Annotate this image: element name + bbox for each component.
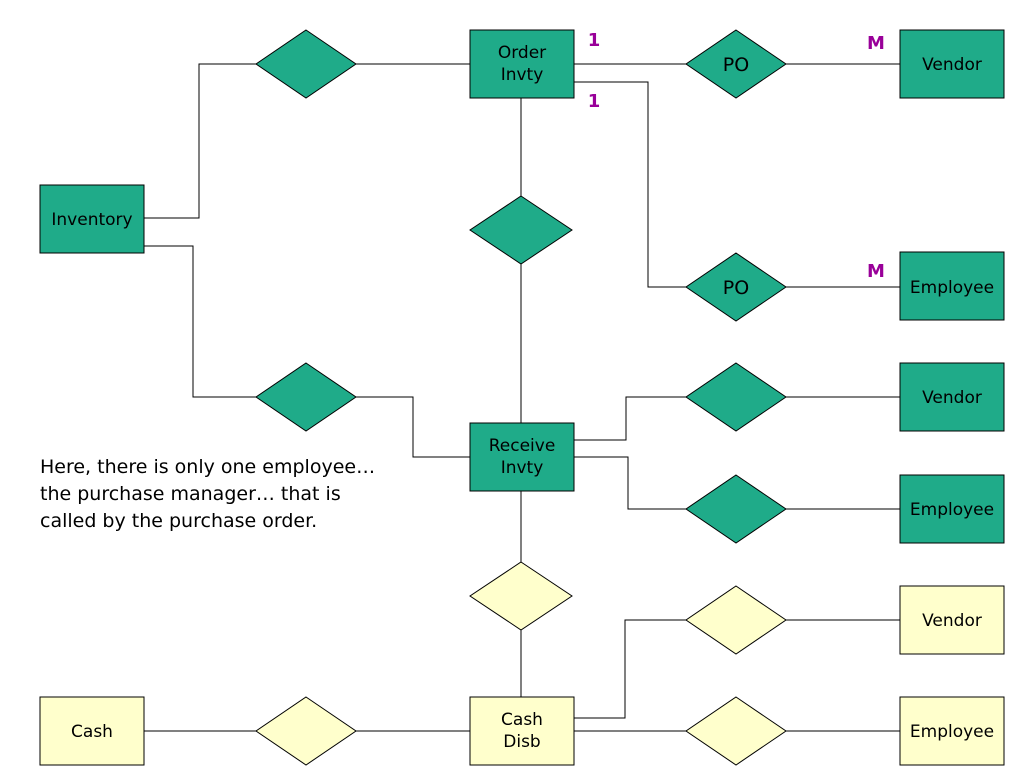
relationship-diamond-po-employee — [685, 252, 787, 322]
connector-inventory-rel1 — [144, 63, 256, 219]
entity-employee-1-label: Employee — [910, 278, 994, 298]
connector-rel3-receive — [356, 396, 470, 458]
relationship-diamond-inventory-order — [255, 29, 357, 99]
relationship-diamond-receive-vendor — [685, 362, 787, 432]
entity-employee-1 — [899, 251, 1005, 321]
entity-receive-invty-label-1: Receive — [489, 436, 556, 456]
connector-inventory-rel3 — [144, 245, 256, 398]
entity-vendor-3-label: Vendor — [922, 611, 982, 631]
entity-employee-2-label: Employee — [910, 500, 994, 520]
relationship-po-vendor-label: PO — [723, 54, 749, 76]
entity-employee-2 — [899, 474, 1005, 544]
entity-cash-disb — [469, 696, 575, 766]
cardinality-employee-m: M — [867, 261, 885, 282]
relationship-diamond-order-receive — [469, 195, 573, 265]
entity-order-invty-label-1: Order — [498, 43, 546, 63]
cardinality-order-vendor-1: 1 — [588, 30, 601, 51]
entity-vendor-3 — [899, 585, 1005, 655]
relationship-diamond-cashdisb-employee — [685, 696, 787, 766]
explanatory-note: Here, there is only one employee… the pu… — [40, 456, 376, 532]
relationship-diamond-receive-employee — [685, 474, 787, 544]
entity-order-invty-label-2: Invty — [501, 65, 544, 85]
entity-cash-disb-label-1: Cash — [501, 710, 543, 730]
entity-cash — [39, 696, 145, 766]
connector-receive-rel4 — [574, 396, 686, 441]
entity-employee-3 — [899, 696, 1005, 766]
entity-receive-invty — [469, 422, 575, 492]
entity-vendor-1-label: Vendor — [922, 55, 982, 75]
entity-employee-3-label: Employee — [910, 722, 994, 742]
entity-vendor-2 — [899, 362, 1005, 432]
relationship-po-employee-label: PO — [723, 277, 749, 299]
entity-order-invty — [469, 29, 575, 99]
cardinality-vendor-m: M — [867, 33, 885, 54]
relationship-diamond-receive-cashdisb — [469, 561, 573, 631]
cardinality-order-employee-1: 1 — [588, 91, 601, 112]
connector-order-po2 — [574, 81, 686, 288]
entity-vendor-1 — [899, 29, 1005, 99]
entity-inventory-label: Inventory — [51, 210, 132, 230]
relationship-diamond-cashdisb-vendor — [685, 585, 787, 655]
relationship-diamond-inventory-receive — [255, 362, 357, 432]
connector-receive-rel5 — [574, 456, 686, 510]
entity-cash-label: Cash — [71, 722, 113, 742]
entity-receive-invty-label-2: Invty — [501, 458, 544, 478]
entity-vendor-2-label: Vendor — [922, 388, 982, 408]
entity-inventory — [39, 184, 145, 254]
relationship-diamond-cash-cashdisb — [255, 696, 357, 766]
relationship-diamond-po-vendor — [685, 29, 787, 99]
connector-cashdisb-rel7 — [574, 619, 686, 719]
entity-cash-disb-label-2: Disb — [503, 732, 540, 752]
